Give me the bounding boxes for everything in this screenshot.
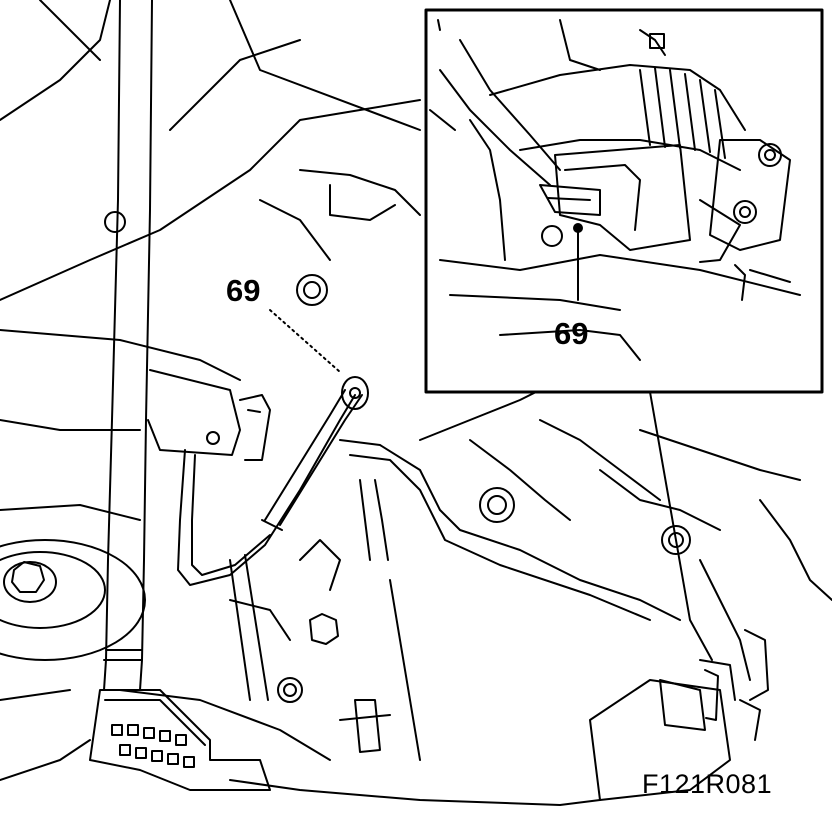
wire-harness-left bbox=[103, 0, 153, 691]
connector-block bbox=[89, 689, 271, 791]
bolts bbox=[104, 211, 691, 703]
detail-inset-drawing bbox=[429, 19, 801, 361]
sensor-cable-main bbox=[177, 376, 369, 586]
wheel-hub bbox=[0, 539, 146, 661]
main-callout-leader bbox=[269, 309, 341, 373]
figure-code: F121R081 bbox=[642, 769, 773, 799]
detail-inset-frame bbox=[424, 8, 824, 394]
engine-bay-outlines bbox=[0, 0, 601, 806]
callout-label-69: 69 bbox=[226, 273, 261, 308]
inset-callout-label-69: 69 bbox=[554, 316, 589, 351]
harness-bracket bbox=[147, 369, 241, 456]
sensor-housing-bottom bbox=[589, 629, 769, 801]
shift-rods bbox=[229, 554, 391, 753]
inset-leader bbox=[649, 391, 713, 661]
gearbox-housing bbox=[229, 379, 832, 761]
